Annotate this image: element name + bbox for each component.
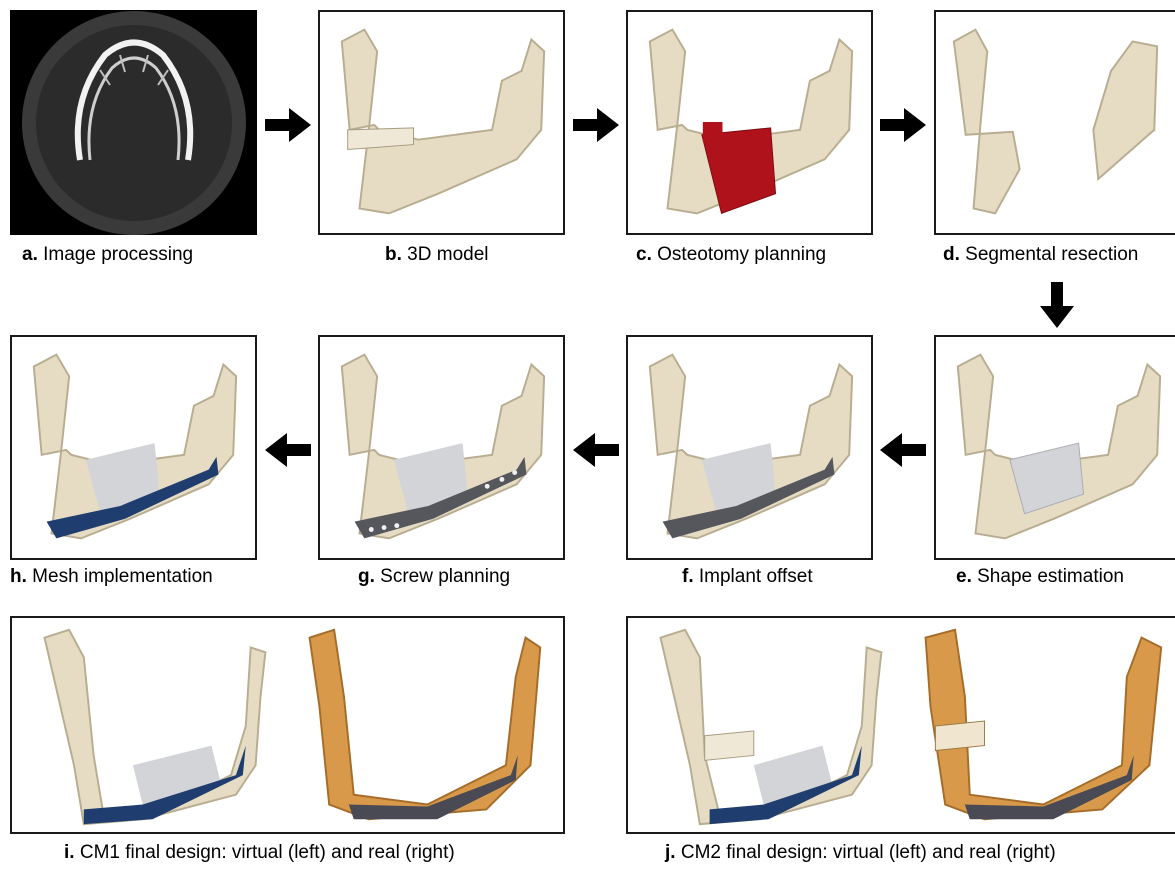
caption-a: a. Image processing [22,244,193,266]
panel-a-ct-scan [10,10,257,235]
arrow-down-icon [1040,282,1074,328]
caption-b: b. 3D model [385,244,489,266]
caption-c: c. Osteotomy planning [636,244,826,266]
mandible-resected-model [936,12,1175,233]
arrow-left-icon [880,433,926,467]
mandible-3d-model [320,12,563,233]
caption-i: i. CM1 final design: virtual (left) and … [64,842,455,864]
cm2-virtual-and-real [628,618,1175,832]
arrow-right-icon [265,108,311,142]
panel-h-mesh [10,335,257,560]
arrow-left-icon [573,433,619,467]
arrow-left-icon [265,433,311,467]
panel-d-resection [934,10,1175,235]
arrow-right-icon [573,108,619,142]
caption-h: h. Mesh implementation [10,566,213,588]
panel-e-shape [934,335,1175,560]
panel-j-cm2 [626,616,1175,834]
mandible-offset-model [628,337,871,558]
cm1-virtual-and-real [12,618,563,832]
mandible-osteotomy-model [628,12,871,233]
panel-f-offset [626,335,873,560]
panel-i-cm1 [10,616,565,834]
caption-e: e. Shape estimation [956,566,1124,588]
caption-f: f. Implant offset [682,566,813,588]
mandible-shape-model [936,337,1175,558]
panel-g-screw [318,335,565,560]
caption-j: j. CM2 final design: virtual (left) and … [665,842,1056,864]
caption-g: g. Screw planning [358,566,510,588]
panel-c-osteotomy [626,10,873,235]
mandible-mesh-model [12,337,255,558]
mandible-screw-model [320,337,563,558]
panel-b-3d-model [318,10,565,235]
arrow-right-icon [880,108,926,142]
ct-scan-image [10,10,257,235]
caption-d: d. Segmental resection [943,244,1138,266]
